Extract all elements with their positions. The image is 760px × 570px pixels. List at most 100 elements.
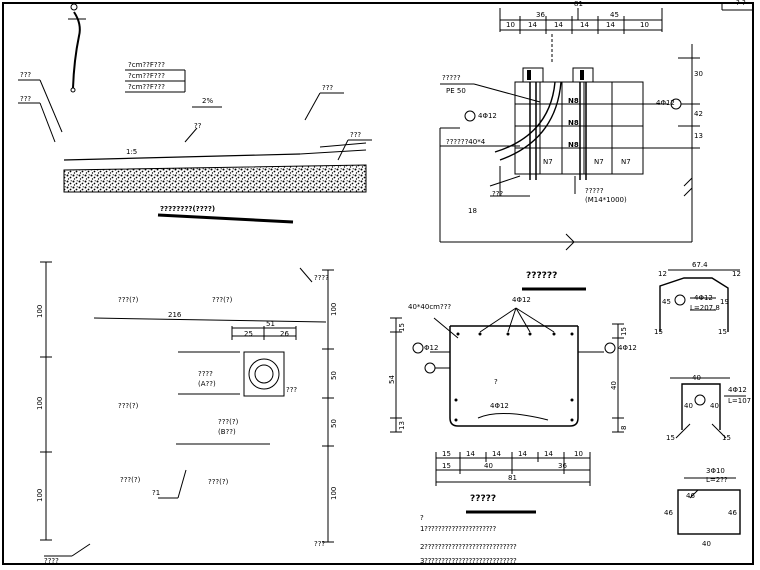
- plan-center-low: ???(?): [218, 418, 239, 426]
- plan-edge: [93, 317, 327, 323]
- shoulder-line: [299, 149, 367, 155]
- cross-left-dim-2: 13: [398, 421, 406, 430]
- cross-bot-dim-2: 14: [492, 450, 501, 458]
- cross-marker-right: 4Φ12: [618, 344, 637, 352]
- plan-left-dim-2: 100: [36, 396, 44, 410]
- rebar-dot: [570, 332, 574, 336]
- plan-center-label-2: (A??): [198, 380, 216, 388]
- plan-box-label: ???: [286, 386, 298, 394]
- road-left-label-1: ???: [20, 71, 32, 79]
- road-section: [18, 3, 372, 224]
- pipe-curve: [499, 81, 562, 161]
- top-dim-0: 10: [506, 21, 515, 29]
- grid-label-6: N7: [621, 158, 631, 166]
- inner-rebar: [477, 412, 549, 421]
- right-leader: [304, 92, 321, 121]
- nut-mark: [527, 70, 531, 80]
- detail-3-dim-1: 46: [728, 509, 737, 517]
- detail-3-dim-0: 46: [664, 509, 673, 517]
- plan-label-b: ???(?): [212, 296, 233, 304]
- road-left-label-2: ???: [20, 95, 32, 103]
- marker-circle: [674, 294, 686, 306]
- detail-1-dim-0: 12: [658, 270, 667, 278]
- plan-right-dim-2: 50: [330, 371, 338, 380]
- cross-right-dim-1: 40: [610, 381, 618, 390]
- slope-leader: [184, 127, 198, 143]
- cross-top-label: 40*40cm???: [408, 303, 452, 311]
- section-outline: [449, 326, 579, 427]
- pipe-curve: [494, 81, 556, 153]
- plan-foot-right: ???: [314, 540, 326, 548]
- cross-bot-dim-3: 14: [518, 450, 527, 458]
- right-dim-2: 13: [694, 132, 703, 140]
- plan-left-mid: ???(?): [118, 402, 139, 410]
- plan-center-label: ????: [198, 370, 213, 378]
- rebar-left-label: 4Φ12: [478, 112, 497, 120]
- detail-2-dim-3: 15: [722, 434, 731, 442]
- right-dim-1: 42: [694, 110, 703, 118]
- detail-3-dim-3: 46: [686, 492, 695, 500]
- detail-1-dim-4: 15: [654, 328, 663, 336]
- notes-heading: ?: [420, 514, 424, 522]
- lamp-pole: [72, 11, 81, 89]
- detail-1-spec: 4Φ12: [694, 294, 713, 302]
- detail-2-top: 40: [692, 374, 701, 382]
- grid-label-5: N7: [594, 158, 604, 166]
- bolt-spec: (M14*1000): [585, 196, 627, 204]
- cross-rebar-top: 4Φ12: [512, 296, 531, 304]
- road-slope-ratio: 1:5: [126, 148, 138, 156]
- rebar-section: [439, 8, 700, 251]
- cross-rebar-bottom: 4Φ12: [490, 402, 509, 410]
- rebar-top-leader: [507, 307, 517, 333]
- cross-bot-dim-5: 10: [574, 450, 583, 458]
- break-mark: [565, 233, 575, 251]
- detail-2-dim-1: 40: [710, 402, 719, 410]
- detail-3-stirrup: [677, 489, 741, 535]
- road-slope-pct: 2%: [202, 97, 214, 105]
- cross-bot-dim-7: 40: [484, 462, 493, 470]
- foundation-box: [243, 351, 285, 397]
- plan-center-low-2: (B??): [218, 428, 236, 436]
- detail-1-dim-3: 19: [720, 298, 729, 306]
- top-total: 81: [574, 0, 583, 8]
- lamp-head: [70, 3, 78, 11]
- plan-dim-r1: 51: [266, 320, 275, 328]
- rebar-dot: [454, 398, 458, 402]
- bolt-label: ?????: [585, 187, 604, 195]
- plan-top-right: ????: [314, 274, 329, 282]
- plan-left-dim-3: 100: [36, 488, 44, 502]
- foot-leader: [71, 543, 91, 557]
- detail-2-hook: [711, 423, 727, 439]
- rebar-dot: [454, 418, 458, 422]
- road-title-underline: [157, 213, 294, 224]
- shoulder-line: [319, 142, 367, 148]
- road-slope-label: ??: [194, 122, 202, 130]
- plan-dim-216: 216: [168, 311, 182, 319]
- plan-bot-left: ???(?): [120, 476, 141, 484]
- cross-right-dim-2: 8: [620, 425, 628, 430]
- detail-2-note: L=107: [728, 397, 752, 405]
- cross-left-dim-0: 15: [398, 323, 406, 332]
- notes-line-2: 2???????????????????????????: [420, 543, 517, 551]
- grid-label-3: N8: [568, 141, 579, 149]
- rebar-dot: [456, 332, 460, 336]
- rebar-dot: [506, 332, 510, 336]
- nut-mark: [580, 70, 584, 80]
- plan-right-dim-1: 100: [330, 302, 338, 316]
- detail-2-shape: [681, 383, 721, 430]
- detail-3-hook: [689, 489, 699, 499]
- bottom-left-label: 18: [468, 207, 477, 215]
- gravel-base: [63, 164, 367, 193]
- pole-ring-inner: [254, 364, 274, 384]
- road-note-1: ?cm??F???: [128, 61, 165, 69]
- top-dim-2: 14: [554, 21, 563, 29]
- left-marker: ??????40*4: [446, 138, 486, 146]
- detail-1-dim-5: 15: [718, 328, 727, 336]
- marker-circle: [412, 342, 424, 354]
- bot-leader: [177, 469, 187, 499]
- plan-view: [40, 261, 334, 557]
- pipe-leader: [473, 83, 541, 103]
- detail-3-dim-2: 40: [702, 540, 711, 548]
- marker-circle: [424, 362, 436, 374]
